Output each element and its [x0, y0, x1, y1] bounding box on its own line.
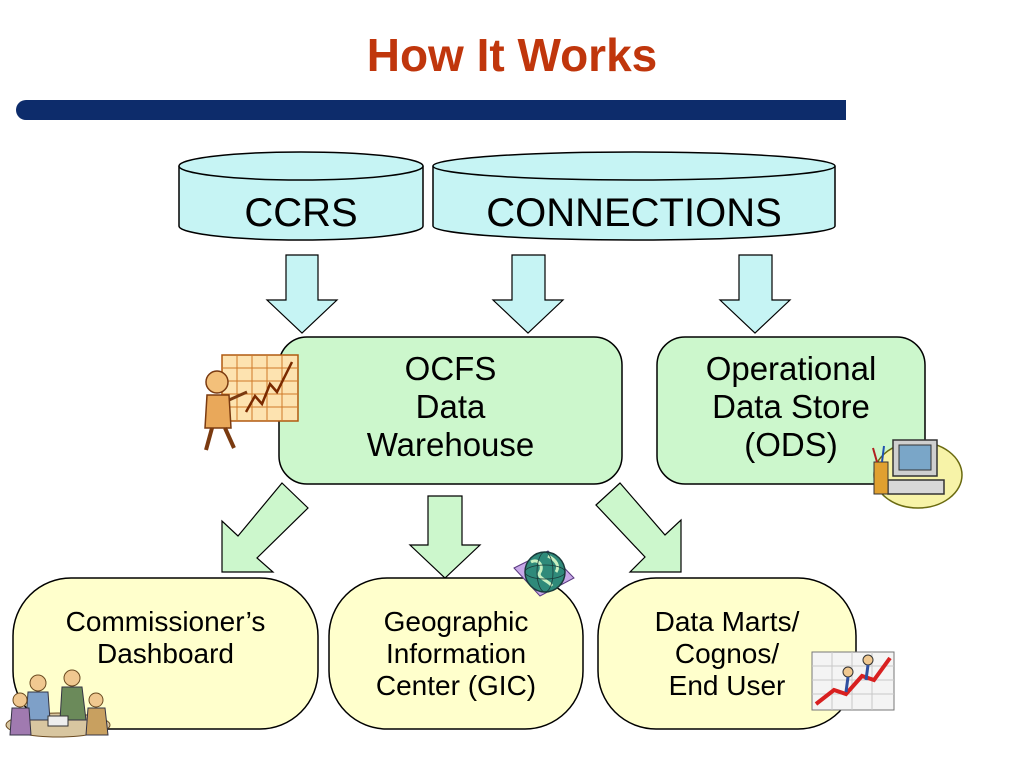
connections-label: CONNECTIONS [486, 191, 782, 235]
datamarts-line-2: Cognos/ [674, 638, 780, 670]
gic-box[interactable] [328, 577, 584, 730]
ods-line-2: Data Store [712, 387, 870, 425]
gic-line-2: Information [385, 638, 527, 670]
ccrs-label: CCRS [244, 191, 358, 235]
page-title: How It Works [366, 29, 658, 81]
datamarts-line-3: End User [668, 670, 786, 702]
gic-line-1: Geographic [383, 606, 529, 637]
arrow-ccrs-to-warehouse [265, 254, 339, 334]
warehouse-label: OCFS Data Warehouse [279, 350, 622, 464]
arrow-warehouse-to-gic [408, 495, 482, 579]
ods-label: Operational Data Store (ODS) [657, 350, 925, 464]
arrow-warehouse-to-dashboard [221, 482, 309, 573]
warehouse-line-2: Data [415, 387, 486, 425]
warehouse-line-3: Warehouse [366, 425, 535, 463]
ccrs-cylinder[interactable] [178, 151, 424, 241]
gic-label: Geographic Information Center (GIC) [329, 606, 583, 703]
dashboard-line-2: Dashboard [97, 638, 234, 670]
gic-line-3: Center (GIC) [375, 670, 537, 702]
computer-icon [872, 439, 963, 509]
warehouse-line-1: OCFS [404, 350, 497, 387]
datamarts-line-1: Data Marts/ [654, 606, 800, 637]
ods-box[interactable] [656, 336, 926, 485]
connections-cylinder[interactable] [432, 151, 836, 241]
title-rule [16, 100, 846, 120]
ods-line-3: (ODS) [744, 425, 838, 463]
ods-line-1: Operational [705, 350, 877, 387]
arrow-connections-to-warehouse [491, 254, 565, 334]
rising-chart-icon [811, 651, 895, 711]
dashboard-label: Commissioner’s Dashboard [13, 606, 318, 670]
globe-icon [513, 550, 575, 597]
dashboard-box[interactable] [12, 577, 319, 730]
presenter-chart-icon [204, 354, 299, 451]
meeting-people-icon [5, 669, 111, 738]
dashboard-line-1: Commissioner’s [65, 606, 266, 637]
datamarts-label: Data Marts/ Cognos/ End User [598, 606, 856, 703]
arrow-warehouse-to-datamarts [595, 482, 682, 573]
arrow-connections-to-ods [718, 254, 792, 334]
